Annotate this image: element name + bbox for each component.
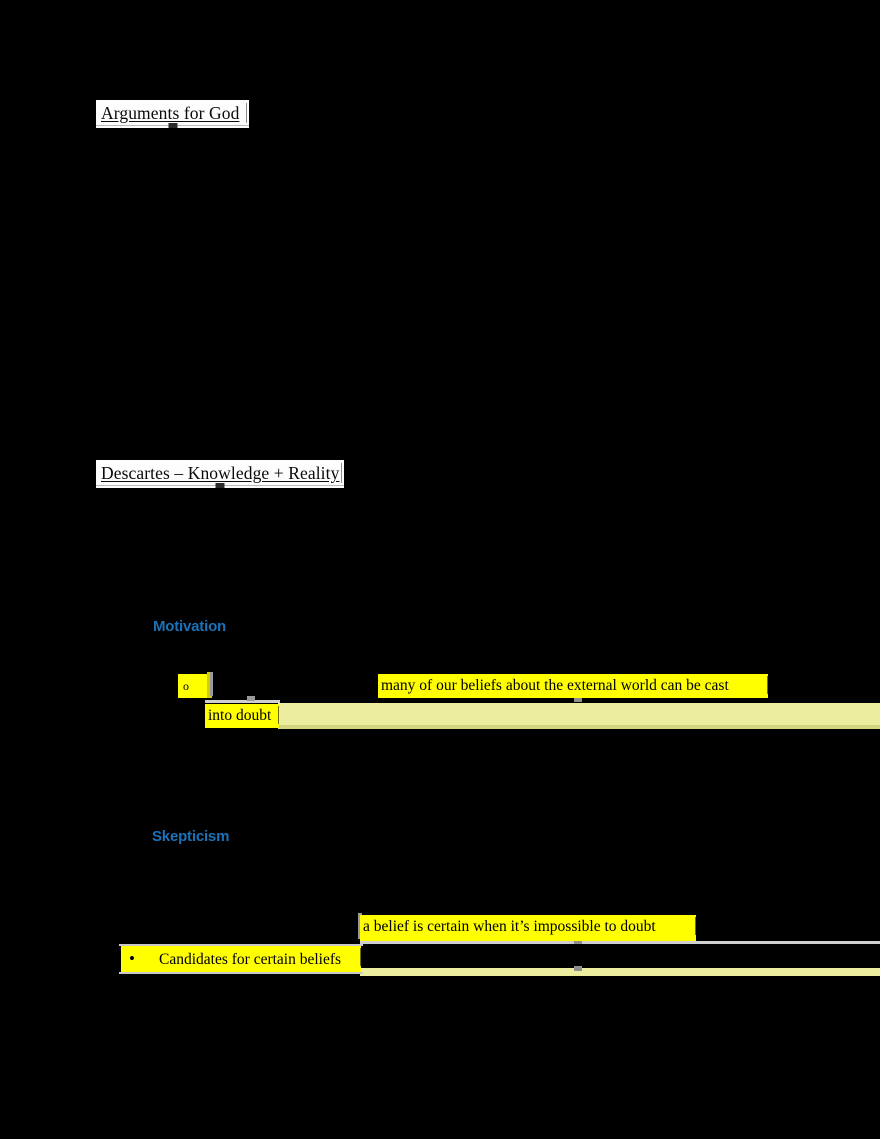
text-caret-icon	[360, 948, 361, 966]
heading-descartes-text: Descartes – Knowledge + Reality	[101, 463, 340, 483]
resize-grip-icon[interactable]	[574, 697, 582, 702]
circle-bullet-icon: o	[183, 679, 189, 693]
text-caret-icon	[767, 676, 768, 694]
pale-highlight-band-lower	[360, 968, 880, 976]
highlight-belief-certain-definition-text: a belief is certain when it’s impossible…	[363, 918, 656, 935]
blue-label-skepticism[interactable]: Skepticism	[152, 828, 230, 845]
selection-edge-lower	[360, 941, 880, 944]
heading-arguments-for-god-text: Arguments for God	[101, 103, 240, 123]
resize-grip-icon[interactable]	[574, 966, 582, 971]
text-caret-icon	[246, 103, 247, 123]
list-item-candidates-text: Candidates for certain beliefs	[159, 951, 342, 968]
pale-highlight-band-upper	[278, 703, 880, 725]
selection-edge-bullet-bottom	[119, 972, 363, 974]
text-caret-icon	[210, 672, 213, 696]
list-bullet-circle[interactable]: o	[178, 674, 210, 698]
text-caret-icon	[278, 706, 279, 724]
pale-highlight-band-upper-edge	[278, 725, 880, 729]
resize-grip-icon[interactable]	[247, 696, 255, 701]
highlight-external-world-doubt-text: many of our beliefs about the external w…	[381, 677, 729, 694]
blue-label-motivation[interactable]: Motivation	[153, 618, 226, 635]
highlight-into-doubt-text: into doubt	[208, 707, 272, 724]
resize-grip-icon[interactable]	[215, 483, 225, 488]
highlight-into-doubt[interactable]: into doubt	[205, 704, 279, 728]
heading-descartes-knowledge-reality[interactable]: Descartes – Knowledge + Reality	[96, 460, 344, 488]
selection-edge-upper	[205, 700, 280, 703]
round-bullet-icon: •	[129, 949, 135, 968]
heading-arguments-for-god[interactable]: Arguments for God	[96, 100, 249, 128]
selection-edge-bullet-top	[119, 944, 363, 946]
list-item-candidates-for-certain-beliefs[interactable]: • Candidates for certain beliefs	[121, 946, 361, 972]
resize-grip-icon[interactable]	[574, 939, 582, 944]
bullet-highlight-tail	[207, 672, 212, 698]
highlight-external-world-doubt[interactable]: many of our beliefs about the external w…	[378, 674, 768, 698]
highlight-belief-certain-definition[interactable]: a belief is certain when it’s impossible…	[360, 915, 696, 941]
text-caret-icon	[695, 917, 696, 935]
resize-grip-icon[interactable]	[168, 123, 177, 128]
text-caret-icon	[341, 463, 342, 483]
